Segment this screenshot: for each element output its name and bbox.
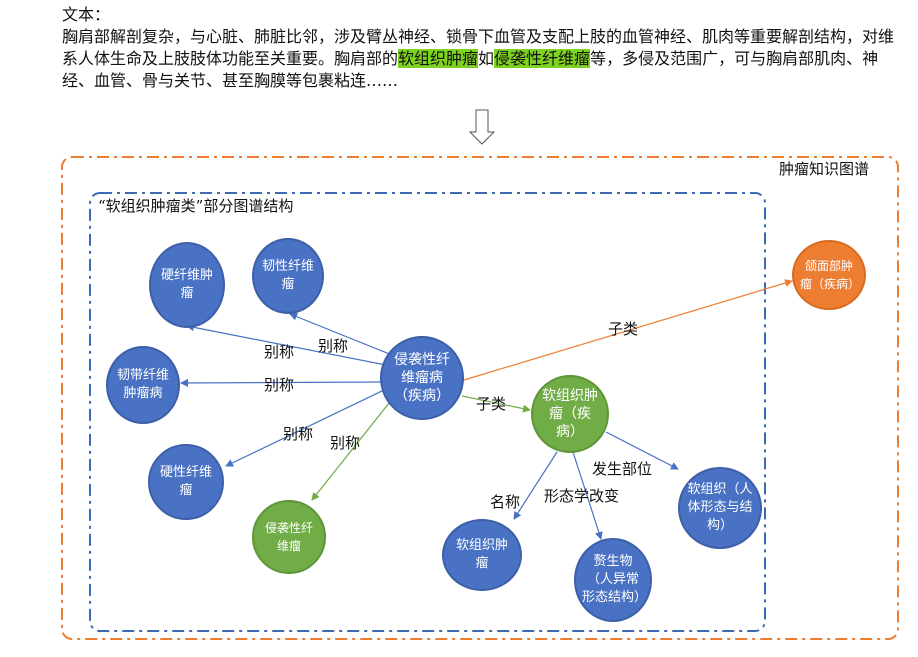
outer-knowledge-graph-box	[61, 156, 899, 640]
edge-label-location: 发生部位	[592, 460, 653, 478]
node-aggressive-fibromatosis-disease[interactable]: 侵袭性纤维瘤病（疾病）	[380, 336, 464, 420]
node-aggressive-fibroma[interactable]: 侵袭性纤维瘤	[252, 500, 326, 574]
edge-label-subclass-2: 子类	[476, 395, 507, 413]
edge-line-9	[572, 451, 603, 540]
text-part-2: 如	[478, 49, 495, 68]
node-maxillofacial-tumor[interactable]: 颌面部肿瘤（疾病）	[792, 240, 866, 310]
node-soft-tissue-tumor-disease[interactable]: 软组织肿瘤（疾病）	[531, 375, 609, 453]
node-ligament-fibroma[interactable]: 韧带纤维肿瘤病	[106, 346, 180, 424]
highlight-soft-tissue-tumor: 软组织肿瘤	[398, 49, 479, 68]
edge-label-alias-4: 别称	[283, 425, 314, 443]
edge-line-7	[461, 395, 531, 413]
node-soft-tissue[interactable]: 软组织（人体形态与结构）	[678, 467, 762, 549]
source-text: 文本： 胸肩部解剖复杂，与心脏、肺脏比邻，涉及臂丛神经、锁骨下血管及支配上肢的血…	[62, 4, 902, 92]
node-neoplasm[interactable]: 赘生物（人异常形态结构）	[574, 538, 652, 622]
edge-label-alias-2: 别称	[318, 337, 349, 355]
node-hard-fibroma-2[interactable]: 硬性纤维瘤	[148, 444, 224, 520]
edge-line-2	[289, 312, 393, 356]
node-tough-fibroma[interactable]: 韧性纤维瘤	[252, 238, 324, 314]
edge-label-morphology: 形态学改变	[544, 487, 620, 505]
node-soft-tissue-tumor[interactable]: 软组织肿瘤	[442, 519, 522, 591]
down-arrow-icon	[468, 109, 496, 145]
edge-line-10	[605, 431, 679, 470]
highlight-aggressive-fibroma: 侵袭性纤维瘤	[494, 49, 591, 68]
outer-box-label: 肿瘤知识图谱	[779, 160, 870, 178]
edge-line-4	[225, 389, 385, 467]
edge-label-subclass-1: 子类	[608, 320, 639, 338]
edge-label-alias-1: 别称	[264, 343, 295, 361]
node-hard-fibroma[interactable]: 硬纤维肿瘤	[149, 242, 225, 328]
edge-line-8	[513, 451, 558, 520]
edge-line-3	[180, 378, 383, 387]
text-paragraph: 胸肩部解剖复杂，与心脏、肺脏比邻，涉及臂丛神经、锁骨下血管及支配上肢的血管神经、…	[62, 26, 902, 92]
inner-subgraph-box	[89, 192, 766, 632]
edge-line-5	[311, 397, 394, 501]
text-heading: 文本：	[62, 5, 111, 24]
edge-label-name: 名称	[490, 493, 521, 511]
text-part-3: 等，多侵及范围广，可与胸肩部肌肉、神经、血管、骨与关节、甚至胸膜等包裹粘连……	[62, 49, 879, 90]
edge-line-1	[186, 323, 387, 366]
edge-label-alias-3: 别称	[264, 376, 295, 394]
edge-label-alias-5: 别称	[330, 434, 361, 452]
inner-box-label: “软组织肿瘤类”部分图谱结构	[98, 197, 294, 215]
edge-line-6	[463, 279, 793, 381]
text-part-1: 胸肩部解剖复杂，与心脏、肺脏比邻，涉及臂丛神经、锁骨下血管及支配上肢的血管神经、…	[62, 27, 895, 68]
